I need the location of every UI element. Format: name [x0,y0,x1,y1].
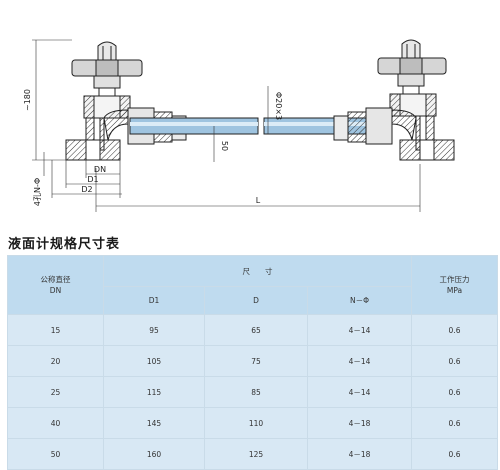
dn-label: DN [94,165,106,174]
d1-label: D1 [87,175,98,184]
technical-drawing: ~180 Φ20×3 50 DN D1 D2 4孔N-Φ L [0,0,500,228]
holes-label: 4孔N-Φ [33,178,42,206]
d2-label: D2 [81,185,92,194]
header-d1: D1 [103,286,205,315]
header-dimensions: 尺 寸 [102,255,413,287]
pipe-size-label: Φ20×3 [274,92,283,120]
right-valve [333,39,455,161]
header-holes: N－Φ [306,286,413,315]
left-valve [65,41,187,161]
length-label: L [256,196,261,205]
header-d: D [204,286,308,315]
table-title: 液面计规格尺寸表 [8,237,121,252]
height-label: ~180 [23,89,32,111]
offset-label: 50 [220,141,229,151]
